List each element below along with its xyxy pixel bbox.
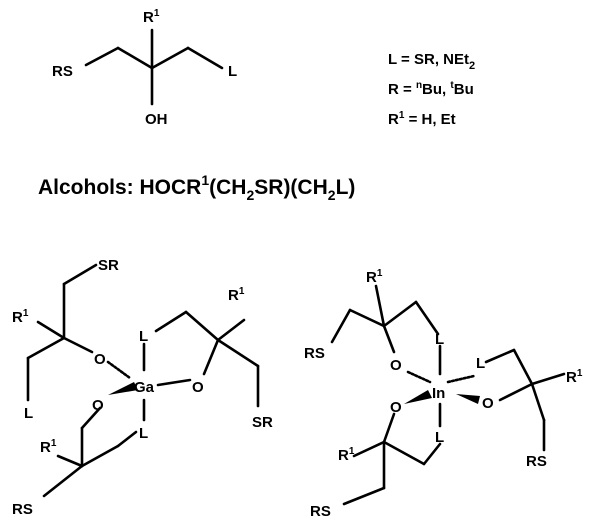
in-center: In <box>432 385 445 402</box>
definition-R: R = nBu, tBu <box>388 80 474 98</box>
ga-l-top: L <box>139 328 148 345</box>
substituent-definitions: L = SR, NEt2 R = nBu, tBu R1 = H, Et <box>388 51 475 128</box>
in-r1-top: R1 <box>366 268 383 286</box>
in-l-bottom: L <box>435 429 444 446</box>
ga-o-left: O <box>94 351 106 368</box>
in-r1-right: R1 <box>566 368 583 386</box>
indium-complex: R1 RS L O L R1 In O O L R1 RS RS <box>304 268 583 520</box>
in-l-right: L <box>476 355 485 372</box>
in-rs-left: RS <box>304 345 325 362</box>
definition-R1: R1 = H, Et <box>388 110 456 128</box>
ga-o-bottom: O <box>92 397 104 414</box>
definition-L: L = SR, NEt2 <box>388 51 475 72</box>
rs-label: RS <box>52 63 73 80</box>
ga-r1-right: R1 <box>228 286 245 304</box>
ga-o-right: O <box>192 379 204 396</box>
in-o-upper: O <box>390 357 402 374</box>
alcohols-caption: Alcohols: HOCR1(CH2SR)(CH2L) <box>38 172 355 203</box>
in-o-lower: O <box>390 399 402 416</box>
r1-label: R1 <box>143 8 160 26</box>
in-rs-right: RS <box>526 453 547 470</box>
oh-label: OH <box>145 111 168 128</box>
ga-l-left: L <box>24 405 33 422</box>
ga-sr-top: SR <box>98 257 119 274</box>
ga-center: Ga <box>134 379 155 396</box>
ga-rs-bottom: RS <box>12 501 33 518</box>
in-rs-bottom: RS <box>310 503 331 520</box>
gallium-complex: SR R1 O L L R1 Ga O O SR L R1 RS <box>12 257 273 518</box>
in-o-right: O <box>482 395 494 412</box>
l-label: L <box>228 63 237 80</box>
alcohol-structure: RS R1 L OH <box>52 8 237 128</box>
ga-r1-left: R1 <box>12 308 29 326</box>
ga-l-bottom: L <box>139 425 148 442</box>
ga-r1-bottom: R1 <box>40 438 57 456</box>
in-l-top: L <box>435 331 444 348</box>
ga-sr-right: SR <box>252 414 273 431</box>
in-r1-bottom: R1 <box>338 446 355 464</box>
